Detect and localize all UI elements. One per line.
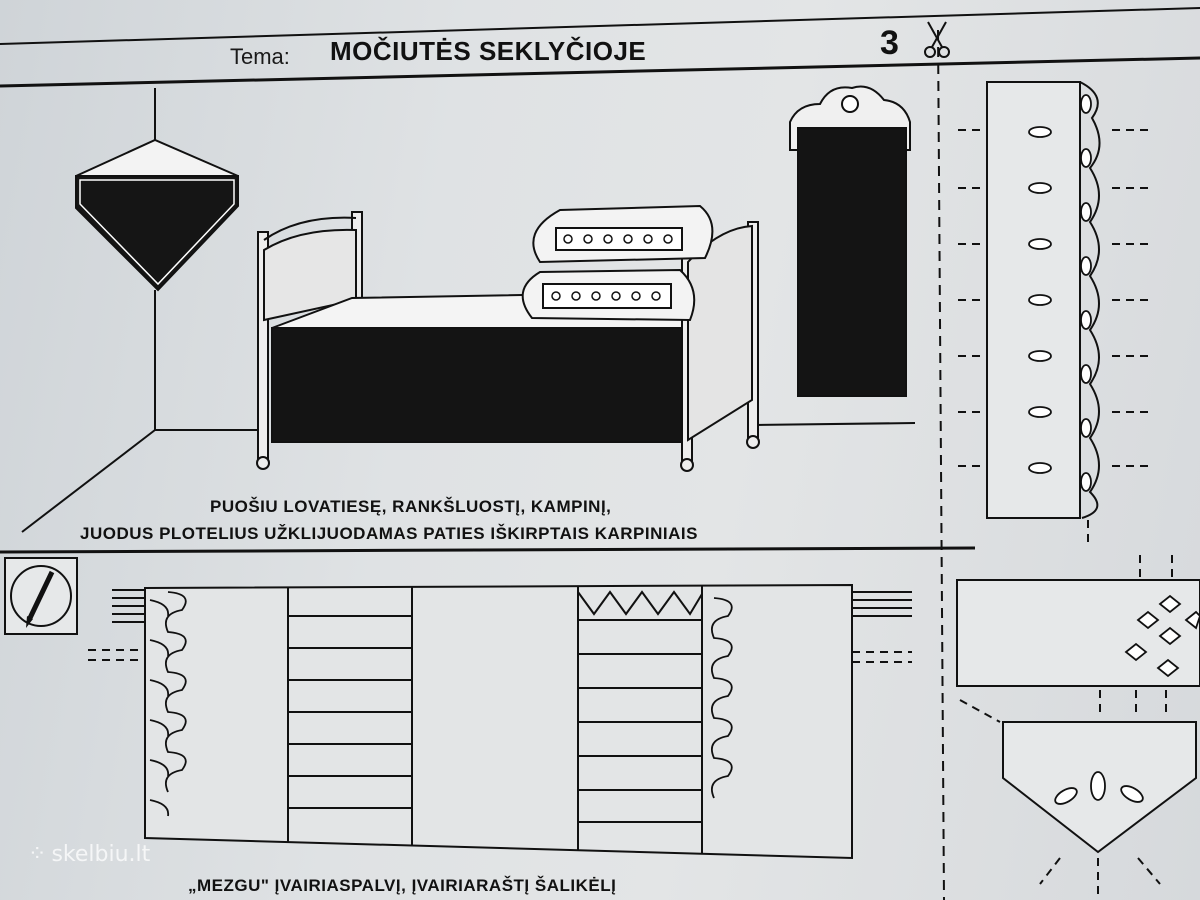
- cut-line: [937, 29, 945, 900]
- scarf-frame: [144, 583, 853, 860]
- topic-label: Tema:: [230, 44, 290, 69]
- strip-fold-marks: [958, 129, 1150, 548]
- room-corner: [21, 290, 916, 533]
- caption-knit: „MEZGU" ĮVAIRIASPALVĮ, ĮVAIRIARAŠTĮ ŠALI…: [188, 876, 617, 895]
- pencil-icon: [4, 557, 78, 635]
- scarf-stripes-right: [578, 619, 702, 823]
- pentagon-template: [959, 699, 1197, 896]
- pillow-pattern: [551, 234, 673, 301]
- towel: [789, 85, 911, 397]
- scarf-zigzag: [577, 590, 703, 616]
- watermark-text: skelbiu.lt: [51, 842, 151, 867]
- caption-decorate-line2: JUODUS PLOTELIUS UŽKLIJUODAMAS PATIES IŠ…: [80, 524, 698, 543]
- scarf-stripes-left: [288, 615, 412, 809]
- watermark: ⁘ skelbiu.lt: [28, 842, 150, 867]
- page-number: 3: [880, 24, 899, 62]
- bed: [256, 204, 760, 472]
- watermark-logo-icon: ⁘: [28, 842, 47, 867]
- strip-eyelets: [1028, 94, 1092, 492]
- caption-decorate-line1: PUOŠIU LOVATIESĘ, RANKŠLUOSTĮ, KAMPINĮ,: [210, 497, 612, 516]
- corner-cloth: [75, 88, 239, 292]
- scarf-loops-left: [149, 591, 187, 817]
- header-rules: [0, 7, 1200, 88]
- rectangle-template: [956, 555, 1200, 716]
- page-title: MOČIUTĖS SEKLYČIOJE: [330, 36, 647, 66]
- scissors-icon: [924, 21, 950, 58]
- section-divider: [0, 546, 976, 554]
- scarf-fringe: [88, 589, 912, 663]
- scarf-loops-right: [710, 597, 733, 799]
